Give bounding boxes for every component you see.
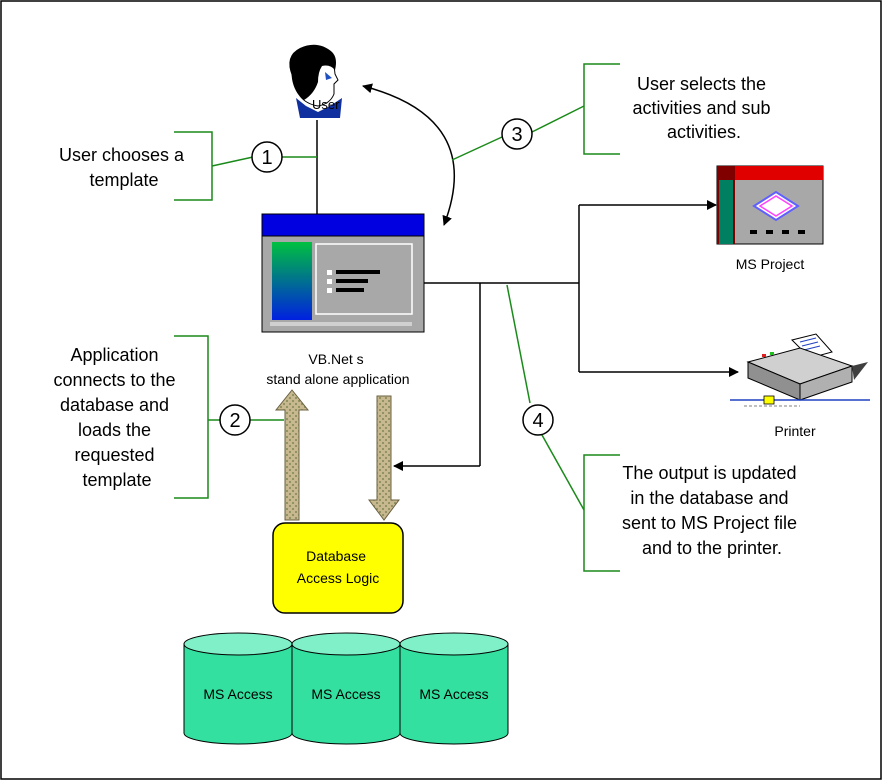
- app-label: VB.Net s stand alone application: [266, 351, 409, 387]
- printer-icon: [730, 333, 870, 407]
- step-4-number: 4: [532, 410, 543, 432]
- step-3-number: 3: [511, 124, 522, 146]
- database-3-label: MS Access: [419, 686, 488, 702]
- step-4-text: The output is updated in the database an…: [622, 463, 802, 558]
- step-1-number: 1: [261, 147, 272, 169]
- step-2-number: 2: [229, 410, 240, 432]
- step-4-bracket: [583, 454, 620, 572]
- step-3-text: User selects the activities and sub acti…: [632, 74, 775, 142]
- step-2-text: Application connects to the database and…: [53, 345, 180, 490]
- database-access-logic-box: [272, 522, 404, 614]
- dal-label: Database Access Logic: [297, 548, 379, 586]
- database-cylinder-2: [291, 632, 401, 745]
- interaction-arc-arrow: [362, 83, 456, 226]
- step-1-badge: [251, 141, 283, 173]
- step-4-badge: [522, 404, 554, 436]
- app-to-dal-arrow: [368, 395, 400, 521]
- user-icon: [289, 44, 342, 118]
- step-4-connector: [506, 284, 531, 404]
- database-cylinder-3: [399, 632, 509, 745]
- user-label: User: [312, 97, 340, 112]
- printer-label: Printer: [774, 423, 816, 439]
- step-1-text: User chooses a template: [59, 145, 189, 190]
- step-2-badge: [219, 404, 251, 436]
- step-3-badge: [501, 118, 533, 150]
- ms-project-label: MS Project: [736, 256, 805, 272]
- dal-to-app-arrow: [274, 389, 310, 521]
- step-3-connector: [451, 136, 503, 161]
- step-1-bracket: [174, 131, 213, 201]
- ms-project-icon: [716, 165, 824, 245]
- database-cylinder-1: [183, 632, 293, 745]
- step-1-connector: [211, 156, 254, 167]
- database-1-label: MS Access: [203, 686, 272, 702]
- step-3-bracket: [583, 63, 620, 155]
- database-2-label: MS Access: [311, 686, 380, 702]
- app-window-icon: [261, 213, 425, 333]
- step-2-bracket: [174, 335, 209, 499]
